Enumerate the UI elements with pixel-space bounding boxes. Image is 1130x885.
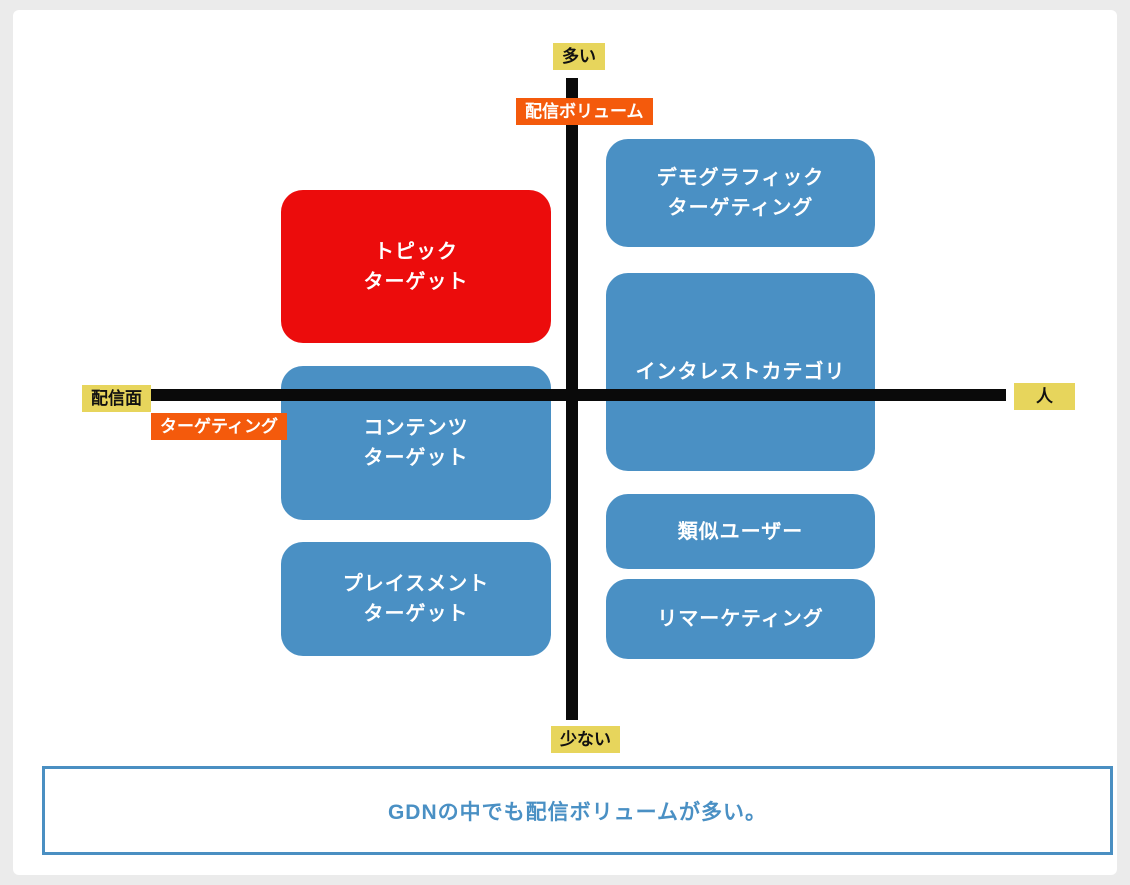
box-remarketing: リマーケティング [606,579,875,659]
box-similar-users: 類似ユーザー [606,494,875,569]
axis-name-delivery-volume: 配信ボリューム [516,98,653,125]
horizontal-axis-line [150,389,1006,401]
box-placement-target: プレイスメント ターゲット [281,542,551,656]
summary-note-text: GDNの中でも配信ボリュームが多い。 [387,800,768,824]
box-demographic-targeting: デモグラフィック ターゲティング [606,139,875,247]
axis-label-left-placement-side: 配信面 [82,385,151,412]
box-interest-category: インタレストカテゴリ [606,273,875,471]
axis-label-right-people: 人 [1014,383,1075,410]
box-topic-target: トピック ターゲット [281,190,551,343]
axis-label-bottom-few: 少ない [551,726,620,753]
axis-name-targeting: ターゲティング [151,413,287,440]
summary-note-box: GDNの中でも配信ボリュームが多い。 [42,766,1113,855]
axis-label-top-many: 多い [553,43,605,70]
diagram-card: トピック ターゲット デモグラフィック ターゲティング インタレストカテゴリ コ… [13,10,1117,875]
